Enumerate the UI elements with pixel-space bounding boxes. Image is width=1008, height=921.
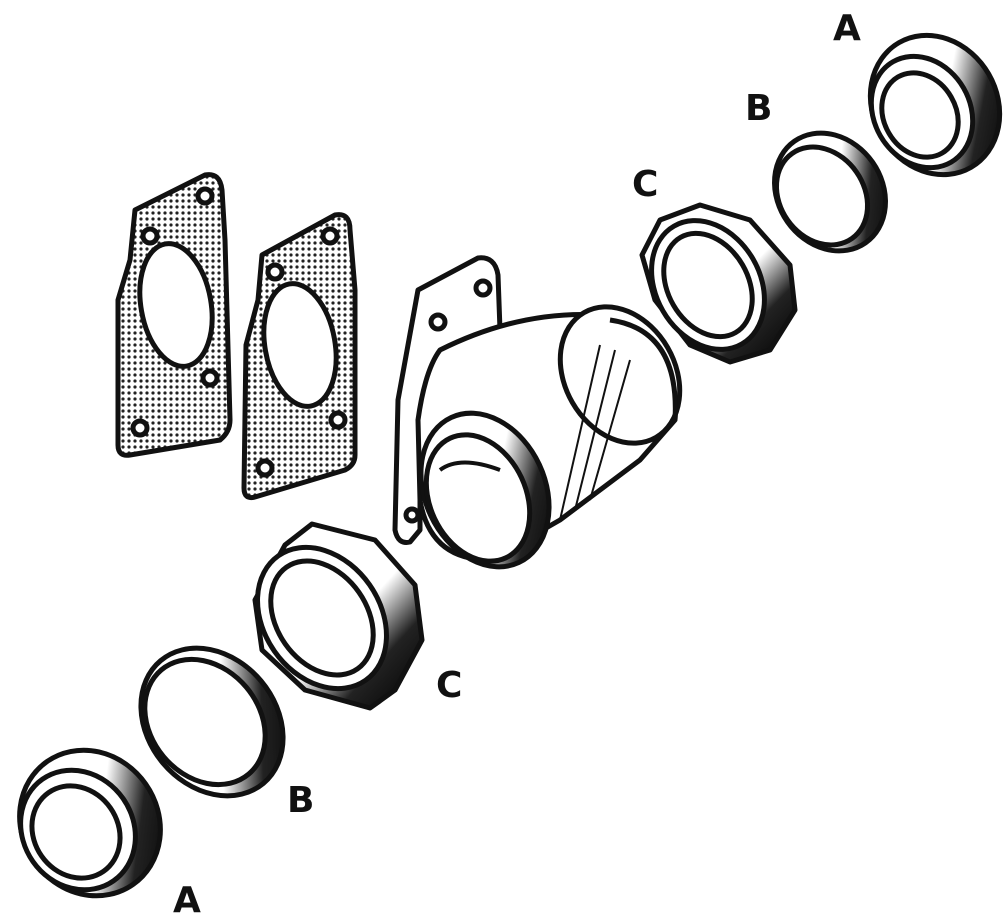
label-c-top: C [632,164,658,205]
olive-ring-upper [772,130,888,254]
threaded-insert-lower [17,747,163,899]
label-b-top: B [745,88,772,129]
olive-ring-lower [138,645,286,799]
gasket-2 [241,212,358,501]
union-nut-upper [639,202,798,365]
label-c-bottom: C [436,665,462,706]
threaded-insert-upper [867,32,1003,178]
label-a-bottom: A [173,880,201,921]
tee-housing [392,255,683,570]
label-a-top: A [833,8,861,49]
label-b-bottom: B [287,780,314,821]
union-nut-lower [252,521,425,711]
gasket-1 [115,172,233,458]
